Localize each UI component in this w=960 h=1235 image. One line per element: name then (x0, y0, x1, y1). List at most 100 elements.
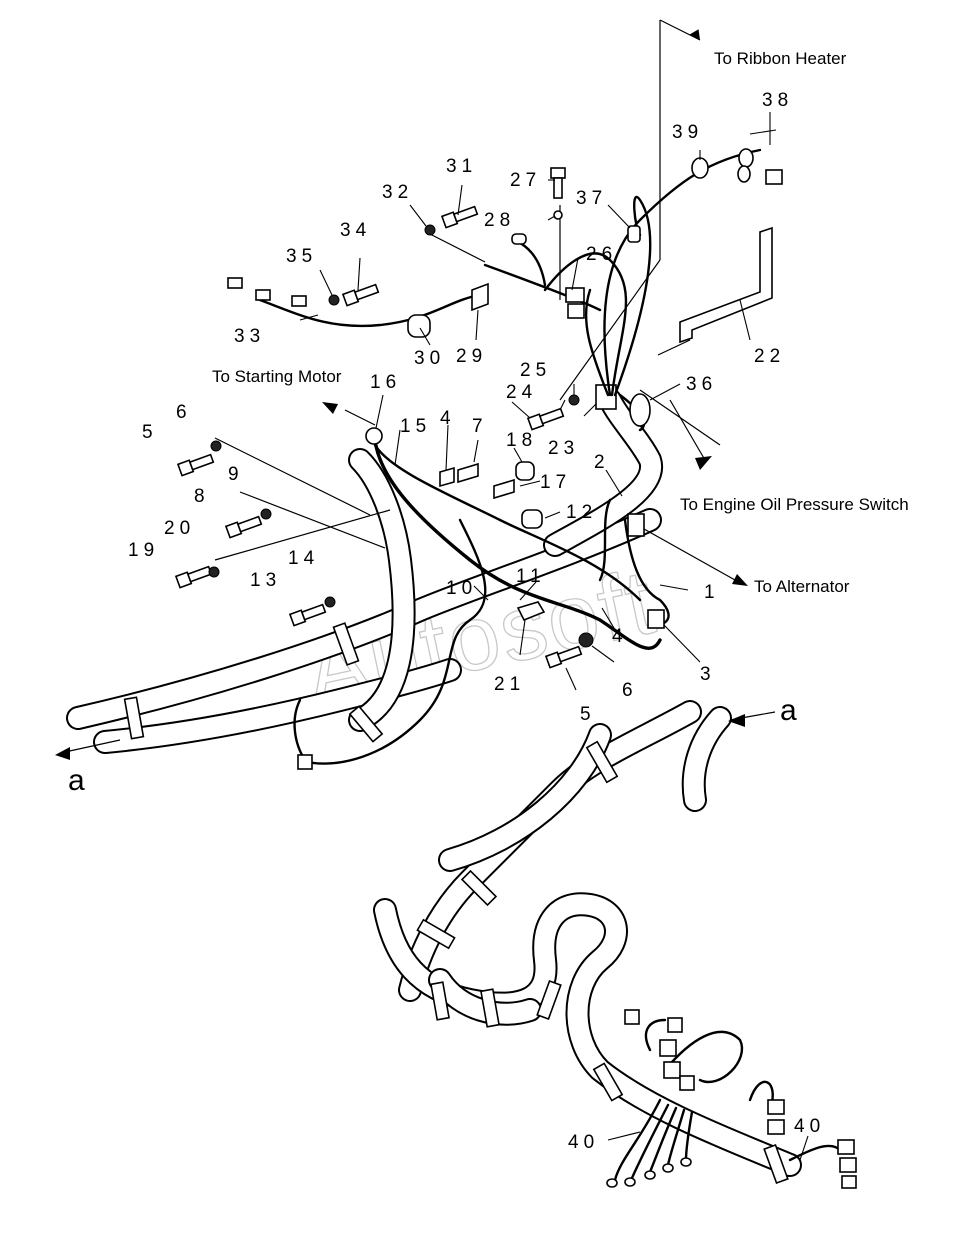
connection-mark-a-right: a (780, 694, 797, 727)
callout-22: 22 (754, 346, 785, 367)
grommet-38a (738, 148, 754, 168)
callout-14: 14 (288, 548, 319, 569)
part-callouts: 1 2 3 4 4 5 5 6 6 7 8 9 10 11 12 13 14 1… (128, 90, 825, 1153)
plug-33c (291, 295, 307, 307)
bolt-24 (526, 407, 565, 431)
callout-18: 18 (506, 430, 537, 451)
callout-19: 19 (128, 540, 159, 561)
bolt-34 (341, 283, 380, 307)
bolt-8 (224, 515, 263, 539)
plug-33b (255, 289, 271, 301)
label-to-oil-pressure-switch: To Engine Oil Pressure Switch (680, 495, 909, 514)
connector-2 (627, 513, 645, 537)
callout-20: 20 (164, 518, 195, 539)
label-to-alternator: To Alternator (754, 577, 850, 596)
connector-26a (565, 287, 585, 303)
connector-block-40 (606, 1009, 857, 1189)
washer-20 (208, 566, 220, 578)
bracket-22 (679, 226, 773, 344)
connector-lower-left (297, 754, 313, 770)
washer-9 (260, 508, 272, 520)
callout-39: 39 (672, 122, 703, 143)
washer-6b (578, 632, 594, 648)
washer-35 (328, 294, 340, 306)
washer-28 (553, 210, 563, 220)
plug-33a (227, 277, 243, 289)
clip-21 (516, 601, 546, 622)
callout-6b: 6 (622, 680, 638, 701)
callout-24: 24 (506, 382, 537, 403)
collar-12 (521, 509, 543, 529)
bolt-13 (288, 603, 327, 627)
callout-8: 8 (194, 486, 210, 507)
callout-2: 2 (594, 452, 610, 473)
callout-15: 15 (400, 416, 431, 437)
callout-38: 38 (762, 90, 793, 111)
callout-7: 7 (472, 416, 488, 437)
callout-32: 32 (382, 182, 413, 203)
callout-37: 37 (576, 188, 607, 209)
callout-21: 21 (494, 674, 525, 695)
small-parts (174, 148, 857, 1189)
callout-13: 13 (250, 570, 281, 591)
callout-29: 29 (456, 346, 487, 367)
bolt-5 (176, 453, 215, 477)
connection-marks: a a (68, 694, 797, 797)
callout-3: 3 (700, 664, 716, 685)
callout-27: 27 (510, 170, 541, 191)
callout-40b: 40 (794, 1116, 825, 1137)
leader-lines (55, 19, 776, 760)
washer-25 (568, 394, 580, 406)
clip-4 (439, 466, 455, 488)
callout-12: 12 (566, 502, 597, 523)
callout-leaders (299, 112, 809, 1161)
callout-4a: 4 (440, 408, 456, 429)
terminal-16 (365, 427, 383, 445)
washer-32 (424, 224, 436, 236)
clip-17 (493, 478, 515, 500)
terminal-26 (511, 233, 527, 245)
callout-5a: 5 (142, 422, 158, 443)
washer-14 (324, 596, 336, 608)
callout-31: 31 (446, 156, 477, 177)
callout-28: 28 (484, 210, 515, 231)
bolt-27 (550, 167, 566, 199)
callout-11: 11 (516, 566, 546, 587)
callout-40a: 40 (568, 1132, 599, 1153)
callout-4b: 4 (612, 626, 628, 647)
callout-17: 17 (540, 472, 571, 493)
washer-6 (210, 440, 222, 452)
callout-25: 25 (520, 360, 551, 381)
connector-37 (627, 225, 641, 243)
clip-7 (457, 462, 479, 484)
callout-1: 1 (704, 582, 720, 603)
callout-36: 36 (686, 374, 717, 395)
clip-29 (471, 282, 489, 312)
callout-33: 33 (234, 326, 265, 347)
connector-26b (567, 303, 585, 319)
callout-23: 23 (548, 438, 579, 459)
collar-30 (407, 314, 431, 338)
grommet-39 (691, 157, 709, 179)
connector-38 (765, 169, 783, 185)
bolt-19 (174, 565, 213, 589)
callout-34: 34 (340, 220, 371, 241)
label-to-ribbon-heater: To Ribbon Heater (714, 49, 847, 68)
clamp-36 (629, 393, 651, 427)
callout-10: 10 (446, 578, 477, 599)
harness-wires (258, 148, 842, 1182)
callout-9: 9 (228, 464, 244, 485)
grommet-38b (737, 165, 751, 183)
destination-labels: To Ribbon Heater To Starting Motor To En… (212, 49, 909, 596)
connection-mark-a-left: a (68, 764, 85, 797)
bolt-31 (440, 205, 479, 229)
callout-30: 30 (414, 348, 445, 369)
callout-5b: 5 (580, 704, 596, 725)
collar-18 (515, 461, 535, 481)
connector-3 (647, 609, 665, 629)
callout-16: 16 (370, 372, 401, 393)
callout-6a: 6 (176, 402, 192, 423)
callout-35: 35 (286, 246, 317, 267)
